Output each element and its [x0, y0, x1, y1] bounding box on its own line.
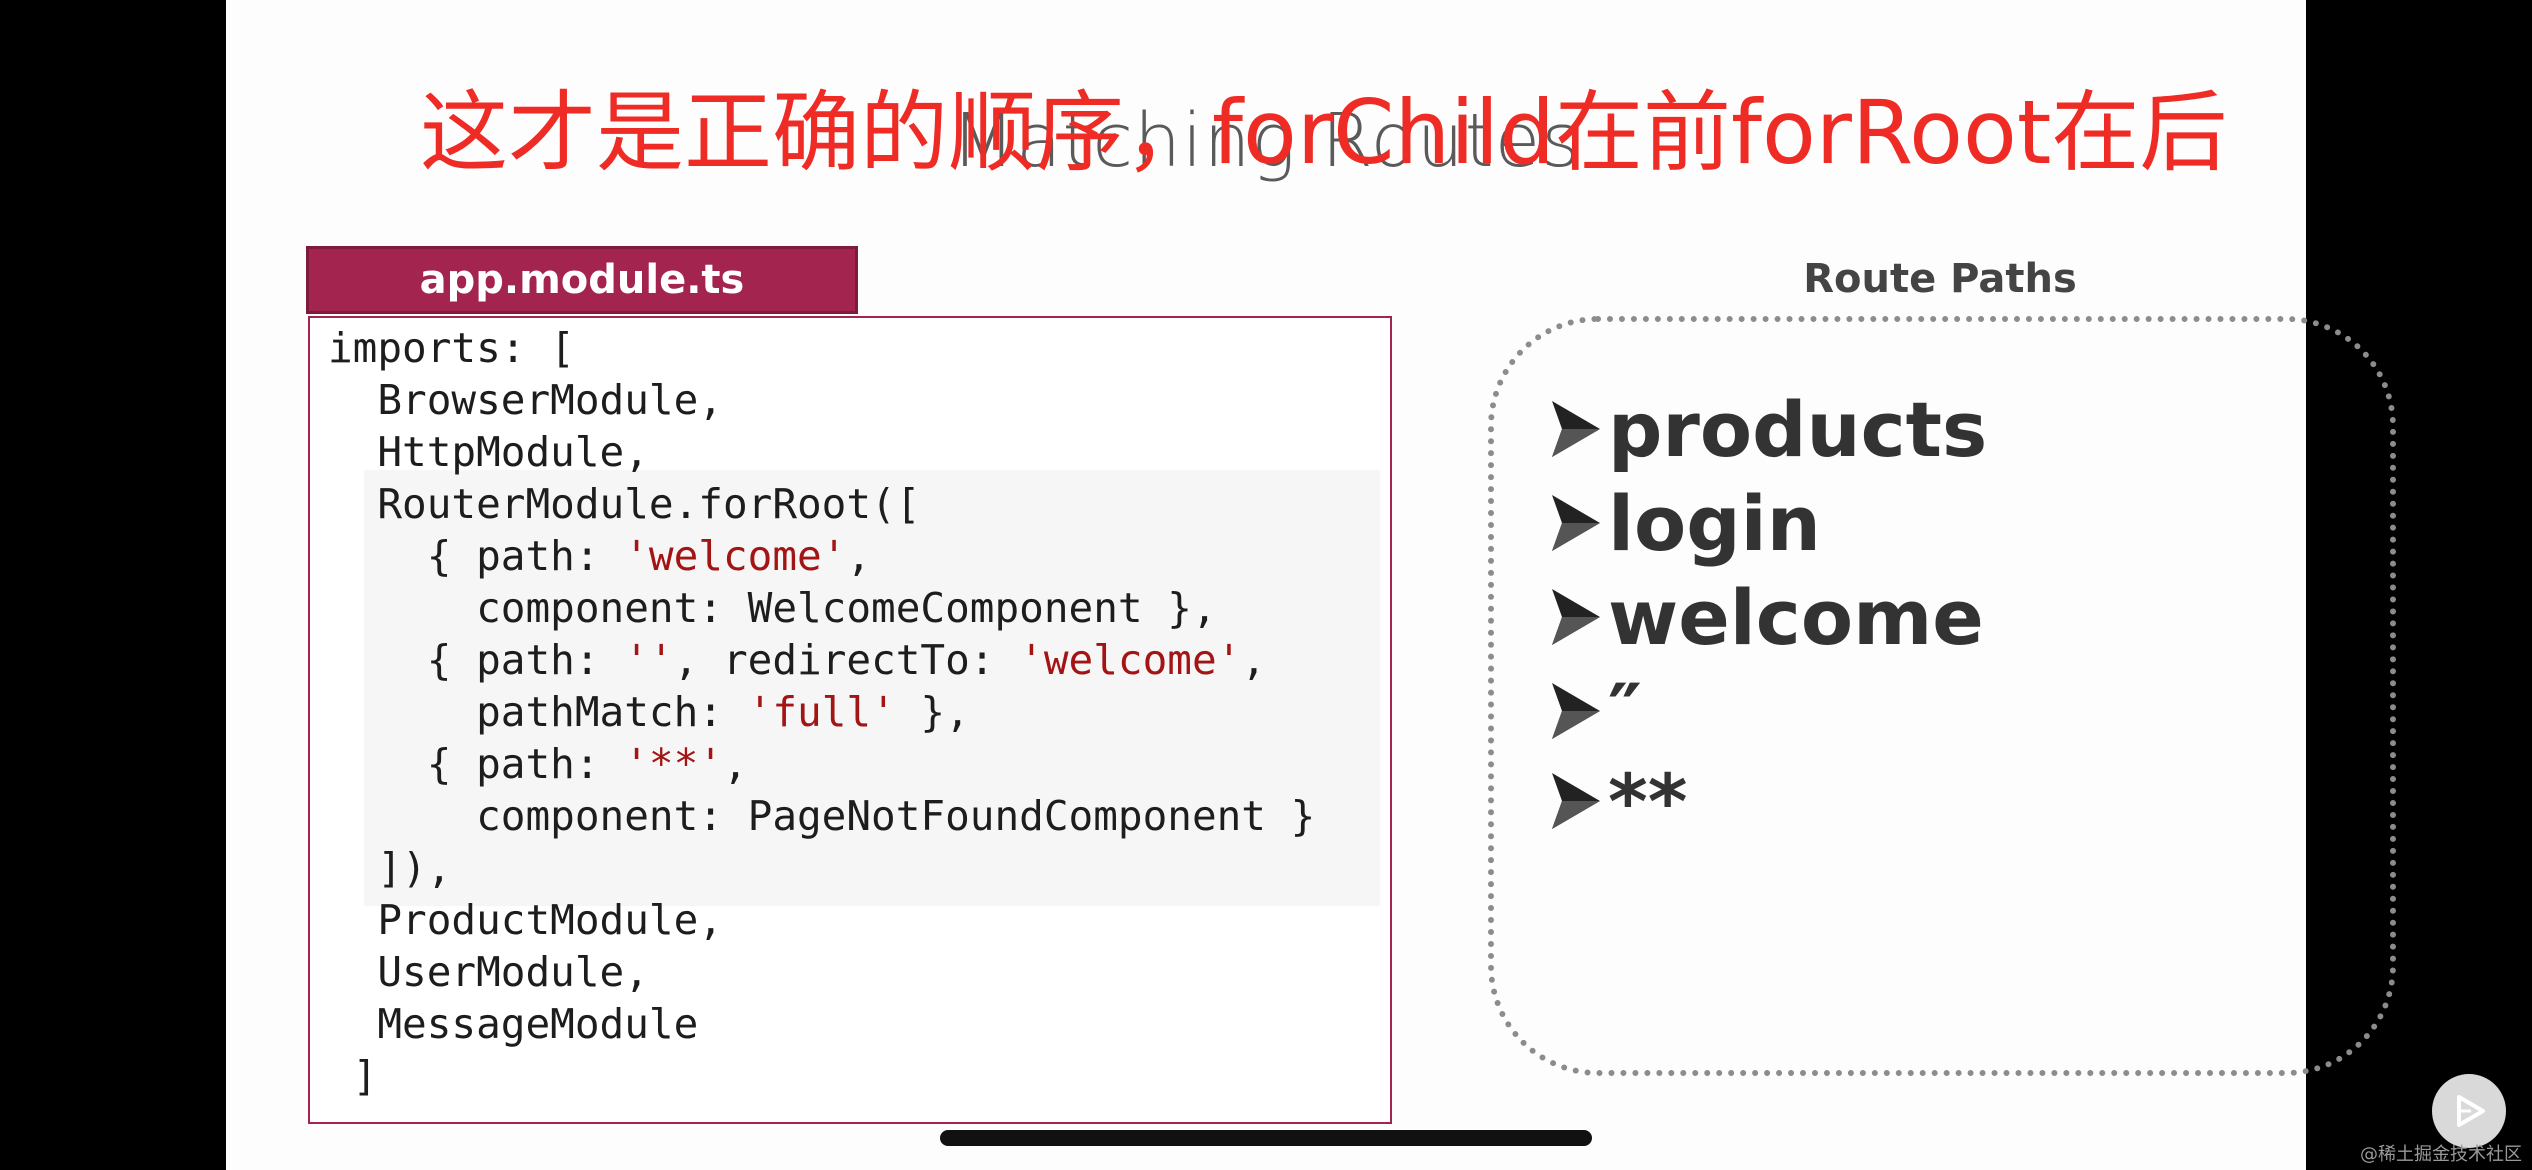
watermark: @稀土掘金技术社区 — [2360, 1144, 2522, 1165]
route-path-item: ″ — [1548, 666, 1642, 756]
overlay-annotation: 这才是正确的顺序，forChild在前forRoot在后 — [420, 81, 2228, 184]
code-line: UserModule, — [328, 946, 1315, 998]
code-line: MessageModule — [328, 998, 1315, 1050]
arrowhead-bullet-icon — [1552, 773, 1600, 829]
string-literal: 'welcome' — [1019, 636, 1242, 684]
code-token: { path: — [328, 636, 625, 684]
string-literal: '**' — [624, 740, 723, 788]
code-line: HttpModule, — [328, 426, 1315, 478]
code-token: component: PageNotFoundComponent } — [328, 792, 1316, 840]
code-token: { path: — [328, 532, 625, 580]
file-name-tab: app.module.ts — [306, 246, 858, 314]
route-path-label: ** — [1608, 756, 1688, 846]
code-token: ] — [328, 1052, 378, 1100]
code-token: MessageModule — [328, 1000, 699, 1048]
code-token: BrowserModule, — [328, 376, 723, 424]
code-line: RouterModule.forRoot([ — [328, 478, 1315, 530]
arrowhead-bullet-icon — [1552, 683, 1600, 739]
code-token: ProductModule, — [328, 896, 723, 944]
code-token: pathMatch: — [328, 688, 748, 736]
route-path-item: login — [1548, 478, 1821, 568]
route-path-item: products — [1548, 384, 1987, 474]
code-token: ]), — [328, 844, 452, 892]
route-path-item: ** — [1548, 756, 1688, 846]
string-literal: 'full' — [747, 688, 896, 736]
code-line: ProductModule, — [328, 894, 1315, 946]
code-block: imports: [ BrowserModule, HttpModule, Ro… — [328, 322, 1315, 1102]
code-token: imports: [ — [328, 324, 575, 372]
code-token: , — [1241, 636, 1267, 684]
code-token: component: WelcomeComponent }, — [328, 584, 1217, 632]
code-line: BrowserModule, — [328, 374, 1315, 426]
code-token: RouterModule.forRoot([ — [328, 480, 921, 528]
arrowhead-bullet-icon — [1552, 401, 1600, 457]
play-button[interactable] — [2432, 1074, 2506, 1148]
code-line: ] — [328, 1050, 1315, 1102]
arrowhead-bullet-icon — [1552, 589, 1600, 645]
router-config-highlight — [364, 470, 1380, 906]
string-literal: 'welcome' — [624, 532, 847, 580]
code-line: component: WelcomeComponent }, — [328, 582, 1315, 634]
code-token: , — [722, 740, 748, 788]
code-token: HttpModule, — [328, 428, 649, 476]
code-token: }, — [895, 688, 970, 736]
code-token: { path: — [328, 740, 625, 788]
route-path-label: ″ — [1608, 666, 1642, 756]
route-paths-label: Route Paths — [1803, 256, 2077, 302]
arrowhead-bullet-icon — [1552, 495, 1600, 551]
slide-title: Matching Routes — [951, 98, 1581, 184]
code-line: { path: '**', — [328, 738, 1315, 790]
code-line: component: PageNotFoundComponent } — [328, 790, 1315, 842]
string-literal: '' — [624, 636, 674, 684]
route-path-item: welcome — [1548, 572, 1984, 662]
route-path-label: welcome — [1608, 572, 1984, 662]
route-path-label: products — [1608, 384, 1988, 474]
code-line: pathMatch: 'full' }, — [328, 686, 1315, 738]
route-paths-box — [1488, 316, 2396, 1076]
code-token: UserModule, — [328, 948, 649, 996]
code-line: imports: [ — [328, 322, 1315, 374]
code-line: ]), — [328, 842, 1315, 894]
home-indicator[interactable] — [940, 1130, 1592, 1146]
slide: Matching Routes 这才是正确的顺序，forChild在前forRo… — [226, 0, 2506, 1170]
code-line: { path: '', redirectTo: 'welcome', — [328, 634, 1315, 686]
code-token: , redirectTo: — [673, 636, 1020, 684]
code-line: { path: 'welcome', — [328, 530, 1315, 582]
route-path-label: login — [1608, 478, 1821, 568]
play-icon — [2457, 1095, 2485, 1127]
code-token: , — [846, 532, 872, 580]
